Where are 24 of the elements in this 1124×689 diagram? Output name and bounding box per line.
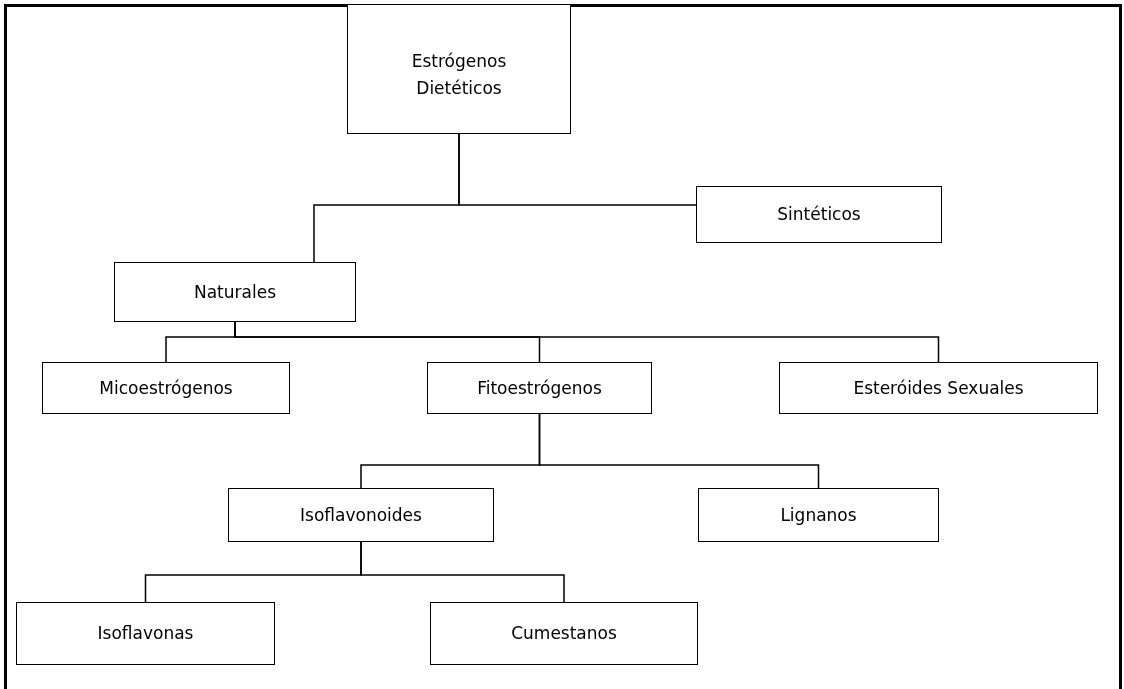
connector-line	[234, 321, 940, 363]
category-box	[427, 362, 652, 414]
box-label: Estrógenos Dietéticos	[410, 50, 508, 100]
box-label: Cumestanos	[511, 622, 617, 645]
box-label: Naturales	[194, 280, 276, 304]
box-label: Micoestrógenos	[99, 376, 233, 400]
category-box	[16, 602, 275, 665]
box-label: Isoflavonoides	[300, 503, 422, 527]
category-box	[698, 488, 939, 542]
category-box	[430, 602, 698, 665]
connector-line	[313, 133, 460, 263]
category-box	[696, 186, 942, 243]
box-label: Isoflavonas	[97, 622, 194, 645]
connector-line	[360, 541, 565, 603]
category-box	[779, 362, 1098, 414]
box-label: Lignanos	[780, 503, 857, 527]
category-box	[228, 488, 494, 542]
box-label: Sintéticos	[777, 203, 861, 226]
box-label: Esteróides Sexuales	[853, 376, 1024, 400]
category-box	[347, 4, 571, 134]
connector-line	[538, 413, 820, 489]
category-box	[114, 262, 356, 322]
category-box	[42, 362, 290, 414]
box-label: Fitoestrógenos	[477, 376, 602, 400]
